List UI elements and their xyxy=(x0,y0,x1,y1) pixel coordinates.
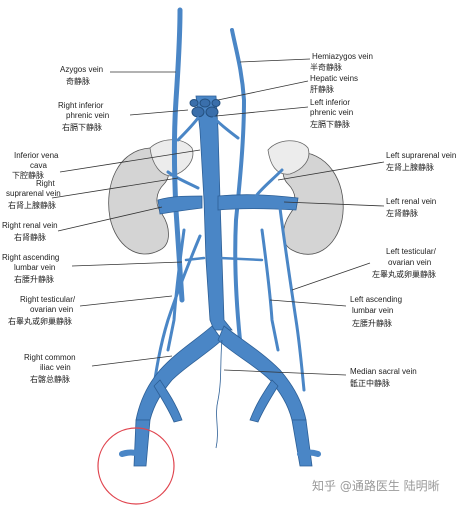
label-left-testicular-zh: 左睾丸或卵巢静脉 xyxy=(372,269,436,279)
label-ivc-en-1: Inferior vena xyxy=(14,151,59,160)
label-median-sacral-zh: 骶正中静脉 xyxy=(350,378,390,388)
right-external-iliac xyxy=(133,419,151,467)
label-right-suprarenal-zh: 右肾上腺静脉 xyxy=(8,200,56,210)
azygos-vein xyxy=(172,7,185,303)
label-left-asc-lumbar-en-1: Left ascending xyxy=(350,295,402,304)
median-sacral-vessel xyxy=(215,339,223,449)
right-external-iliac-end xyxy=(119,449,143,457)
label-left-phrenic-zh: 左膈下静脉 xyxy=(310,119,350,129)
label-right-suprarenal-en-2: suprarenal vein xyxy=(6,189,61,198)
label-hemiazygos-zh: 半奇静脉 xyxy=(310,62,342,72)
leader-lines-right xyxy=(215,58,385,376)
label-hemiazygos-en-1: Hemiazygos vein xyxy=(312,52,373,61)
inferior-vena-cava xyxy=(195,95,233,331)
label-right-phrenic-en-1: Right inferior xyxy=(58,101,104,110)
right-common-iliac-vein xyxy=(135,325,223,421)
label-azygos-en-1: Azygos vein xyxy=(60,65,103,74)
label-right-asc-lumbar-zh: 右腰升静脉 xyxy=(14,274,54,284)
label-left-suprarenal-zh: 左肾上腺静脉 xyxy=(386,162,434,172)
label-left-suprarenal-en-1: Left suprarenal vein xyxy=(386,151,456,160)
hepatic-vein-opening-4 xyxy=(189,99,199,107)
labels-right: Hemiazygos vein 半奇静脉 Hepatic veins 肝静脉 L… xyxy=(310,52,456,388)
labels-left: Azygos vein 奇静脉 Right inferior phrenic v… xyxy=(2,65,109,384)
highlight-circle xyxy=(97,427,175,505)
hepatic-vein-opening-5 xyxy=(211,99,221,107)
label-left-testicular-en-1: Left testicular/ xyxy=(386,247,437,256)
right-ascending-lumbar-vessel xyxy=(166,228,186,352)
hemiazygos-vein xyxy=(230,28,247,342)
right-phrenic-vessel xyxy=(176,116,200,142)
left-external-iliac xyxy=(291,419,313,467)
left-testicular-vessel xyxy=(278,206,306,392)
label-right-common-iliac-zh: 右髂总静脉 xyxy=(30,374,70,384)
watermark: 知乎 @通路医生 陆明晰 xyxy=(312,478,440,493)
label-hepatic-en-1: Hepatic veins xyxy=(310,74,358,83)
label-right-testicular-en-2: ovarian vein xyxy=(30,305,73,314)
label-left-asc-lumbar-en-2: lumbar vein xyxy=(352,306,393,315)
label-hepatic-zh: 肝静脉 xyxy=(310,84,334,94)
label-right-phrenic-en-2: phrenic vein xyxy=(66,111,109,120)
label-left-testicular-en-2: ovarian vein xyxy=(388,258,431,267)
label-right-renal-en-1: Right renal vein xyxy=(2,221,58,230)
hepatic-vein-opening-3 xyxy=(199,98,211,108)
left-renal-vein xyxy=(217,194,299,211)
label-left-renal-zh: 左肾静脉 xyxy=(386,208,418,218)
left-adrenal-gland xyxy=(267,140,310,175)
left-ascending-lumbar-vessel xyxy=(260,228,280,352)
label-right-asc-lumbar-en-1: Right ascending xyxy=(2,253,59,262)
left-phrenic-vessel xyxy=(212,116,240,140)
label-right-asc-lumbar-en-2: lumbar vein xyxy=(14,263,55,272)
label-median-sacral-en-1: Median sacral vein xyxy=(350,367,417,376)
label-right-testicular-en-1: Right testicular/ xyxy=(20,295,76,304)
label-ivc-zh: 下腔静脉 xyxy=(12,170,44,180)
hepatic-vein-opening-1 xyxy=(191,106,205,118)
label-right-suprarenal-en-1: Right xyxy=(36,179,55,188)
label-right-renal-zh: 右肾静脉 xyxy=(14,232,46,242)
label-left-renal-en-1: Left renal vein xyxy=(386,197,436,206)
right-internal-iliac xyxy=(153,379,183,423)
right-suprarenal-vein-vessel xyxy=(166,170,200,190)
label-ivc-en-2: cava xyxy=(30,161,47,170)
label-right-testicular-zh: 右睾丸或卵巢静脉 xyxy=(8,316,72,326)
lumbar-branch-right xyxy=(184,256,206,262)
label-left-phrenic-en-2: phrenic vein xyxy=(310,108,353,117)
right-renal-vein xyxy=(157,195,203,215)
hepatic-vein-opening-2 xyxy=(205,106,219,118)
right-kidney xyxy=(108,147,170,255)
label-left-phrenic-en-1: Left inferior xyxy=(310,98,350,107)
label-azygos-zh: 奇静脉 xyxy=(66,76,90,86)
label-left-asc-lumbar-zh: 左腰升静脉 xyxy=(352,318,392,328)
leader-lines-left xyxy=(51,71,201,367)
label-right-common-iliac-en-2: iliac vein xyxy=(40,363,71,372)
label-right-common-iliac-en-1: Right common xyxy=(24,353,76,362)
lumbar-branch-left xyxy=(218,256,264,262)
left-external-iliac-end xyxy=(297,449,321,457)
left-suprarenal-vein-vessel xyxy=(254,168,284,198)
right-adrenal-gland xyxy=(149,139,194,177)
label-right-phrenic-zh: 右膈下静脉 xyxy=(62,122,102,132)
left-internal-iliac xyxy=(249,379,279,423)
